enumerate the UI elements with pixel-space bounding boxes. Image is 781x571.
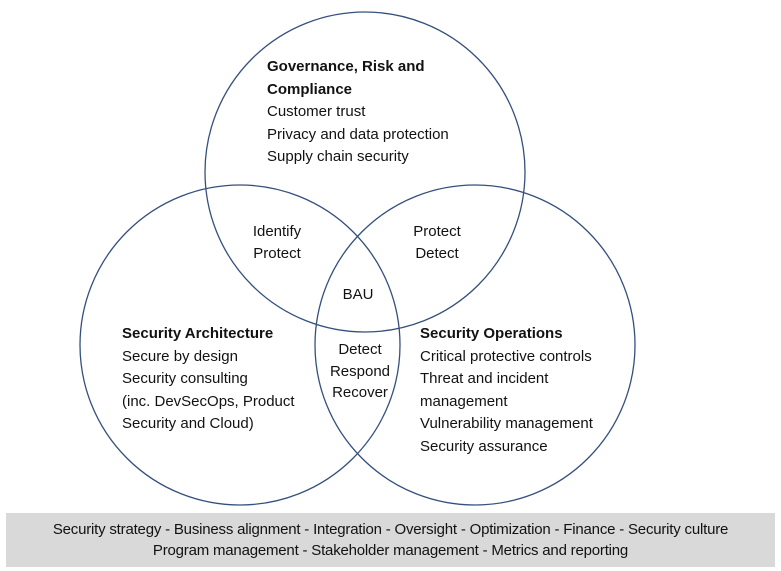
operations-item: Critical protective controls: [420, 347, 592, 365]
operations-item: Security assurance: [420, 437, 548, 455]
footer-strip: Security strategy - Business alignment -…: [6, 513, 775, 567]
grc-item: Privacy and data protection: [267, 125, 449, 143]
overlap-architecture-operations: Detect Respond Recover: [330, 339, 390, 404]
overlap-label: Protect: [253, 244, 301, 262]
architecture-text-block: Security Architecture Secure by design S…: [122, 323, 295, 436]
overlap-label: Identify: [252, 223, 302, 240]
footer-line-2: Program management - Stakeholder managem…: [152, 542, 629, 559]
circle-grc: [204, 11, 526, 333]
architecture-title: Security Architecture: [122, 325, 274, 342]
overlap-label: Respond: [329, 362, 391, 380]
overlap-label: Recover: [332, 384, 388, 401]
operations-title: Security Operations: [420, 325, 563, 342]
grc-title-line-2: Compliance: [267, 80, 353, 98]
operations-item: Threat and incident: [420, 370, 549, 387]
footer-line-1: Security strategy - Business alignment -…: [52, 521, 729, 538]
overlap-grc-operations: Protect Detect: [413, 221, 461, 264]
grc-item: Supply chain security: [267, 148, 409, 165]
operations-item: management: [420, 392, 508, 410]
grc-title-line-1: Governance, Risk and: [267, 58, 425, 75]
operations-text-block: Security Operations Critical protective …: [420, 323, 593, 458]
grc-text-block: Governance, Risk and Compliance Customer…: [267, 56, 449, 169]
circle-security-operations: [314, 184, 636, 506]
architecture-item: Secure by design: [122, 347, 238, 365]
grc-item: Customer trust: [267, 103, 366, 120]
overlap-center-bau: BAU: [343, 284, 374, 306]
overlap-label: Protect: [413, 223, 461, 240]
circle-security-architecture: [79, 184, 401, 506]
architecture-item: (inc. DevSecOps, Product: [122, 392, 295, 410]
architecture-item: Security consulting: [122, 370, 248, 387]
overlap-label: Detect: [338, 341, 382, 358]
overlap-grc-architecture: Identify Protect: [253, 221, 301, 264]
operations-item: Vulnerability management: [420, 415, 593, 432]
architecture-item: Security and Cloud): [122, 415, 254, 432]
overlap-label: BAU: [342, 286, 374, 303]
overlap-label: Detect: [415, 244, 459, 262]
